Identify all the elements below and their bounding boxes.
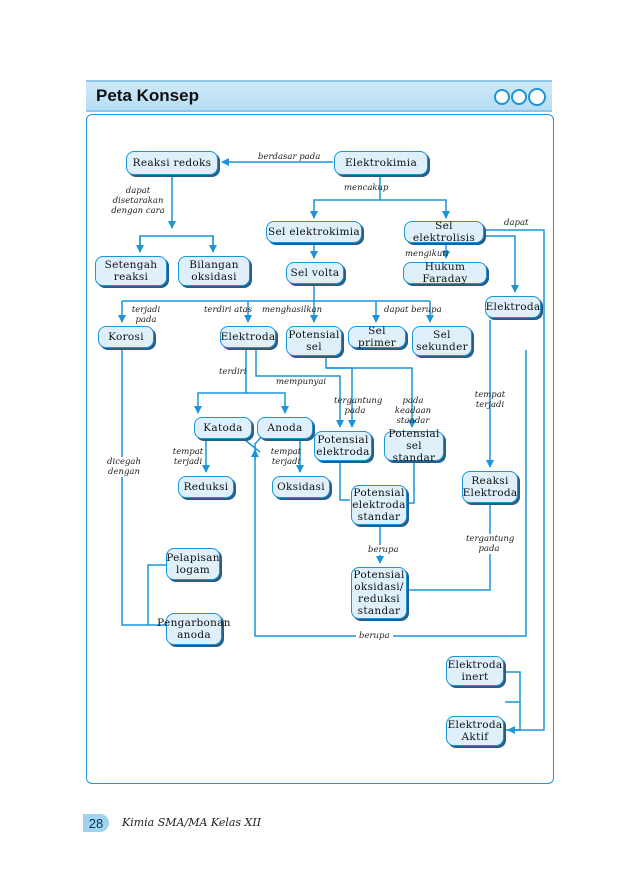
node-sel-volta: Sel volta [286,262,344,284]
section-header: Peta Konsep [86,80,552,112]
connector [147,564,166,625]
connector [310,176,381,219]
section-title: Peta Konsep [96,86,199,105]
decorative-circles-icon [493,86,546,106]
node-elektroda-right: Elektroda [485,296,541,318]
node-potensial-sel: Potensial sel [286,326,342,356]
node-pelapisan-logam: Pelapisan logam [166,548,220,580]
link-label: mencakup [344,183,389,193]
link-label: mempunyai [276,377,327,387]
node-potensial-elektroda: Potensial elektroda [314,431,372,461]
link-label: dapat disetarakan dengan cara [111,186,165,216]
circle-icon [511,88,527,105]
node-sel-elektrolisis: Sel elektrolisis [404,220,484,244]
node-potensial-elektroda-standar: Potensial elektroda standar [351,485,407,525]
link-label: tergantung pada [466,534,515,554]
link-label: mengikuti [405,249,449,259]
node-oksidasi: Oksidasi [272,476,330,498]
node-reaksi-redoks: Reaksi redoks [126,151,218,175]
link-label: dicegah dengan [106,457,142,477]
link-label: berupa [356,631,393,641]
node-sel-sekunder: Sel sekunder [412,326,472,356]
connector [255,348,344,428]
connector [139,235,214,245]
node-elektroda-aktif: Elektroda Aktif [446,716,504,746]
connector [246,392,289,414]
circle-icon [494,88,510,105]
link-label: tergantung pada [334,396,383,416]
connector [483,235,519,293]
link-label: dapat [504,218,529,228]
connector [380,199,450,219]
connector [326,367,416,428]
node-elektroda-inert: Elektroda inert [446,656,504,686]
node-potensial-sel-standar: Potensial sel standar [384,428,444,464]
node-elektroda-mid: Elektroda [220,326,276,348]
link-label: pada keadaan standar [394,396,432,426]
node-reaksi-elektroda: Reaksi Elektroda [462,471,518,503]
node-katoda: Katoda [194,417,252,439]
link-label: terjadi pada [131,305,161,325]
link-label: tempat terjadi [474,390,506,410]
connector [254,350,527,637]
link-label: tempat terjadi [270,447,302,467]
connector [325,356,356,428]
node-setengah-reaksi: Setengah reaksi [95,256,167,286]
connector [406,462,415,504]
link-label: dapat berupa [384,305,442,315]
node-sel-elektrokimia: Sel elektrokimia [266,221,362,243]
connector [483,229,545,734]
connector [408,505,491,591]
link-label: menghasilkan [262,305,323,315]
node-sel-primer: Sel primer [348,325,406,349]
node-elektrokimia: Elektrokimia [334,151,428,175]
node-pengarbonan-anoda: Pengarbonan anoda [157,613,231,645]
link-label: terdiri atas [204,305,253,315]
node-reduksi: Reduksi [178,476,234,498]
link-label: terdiri [219,367,247,377]
link-label: berupa [366,545,401,555]
node-korosi: Korosi [98,326,154,348]
page-number: 28 [83,814,109,832]
node-anoda: Anoda [257,417,313,439]
concept-map-frame [86,114,554,784]
circle-icon [528,87,546,106]
node-potensial-oksidasi-reduksi-standar: Potensial oksidasi/ reduksi standar [351,567,407,619]
node-bilangan-oksidasi: Bilangan oksidasi [178,256,250,286]
node-hukum-faraday: Hukum Faraday [403,261,487,285]
link-label: berdasar pada [258,152,321,162]
connector [121,350,166,626]
connector [339,462,350,501]
connector [194,348,247,414]
connector [505,671,521,731]
book-title: Kimia SMA/MA Kelas XII [122,816,262,829]
link-label: tempat terjadi [172,447,204,467]
